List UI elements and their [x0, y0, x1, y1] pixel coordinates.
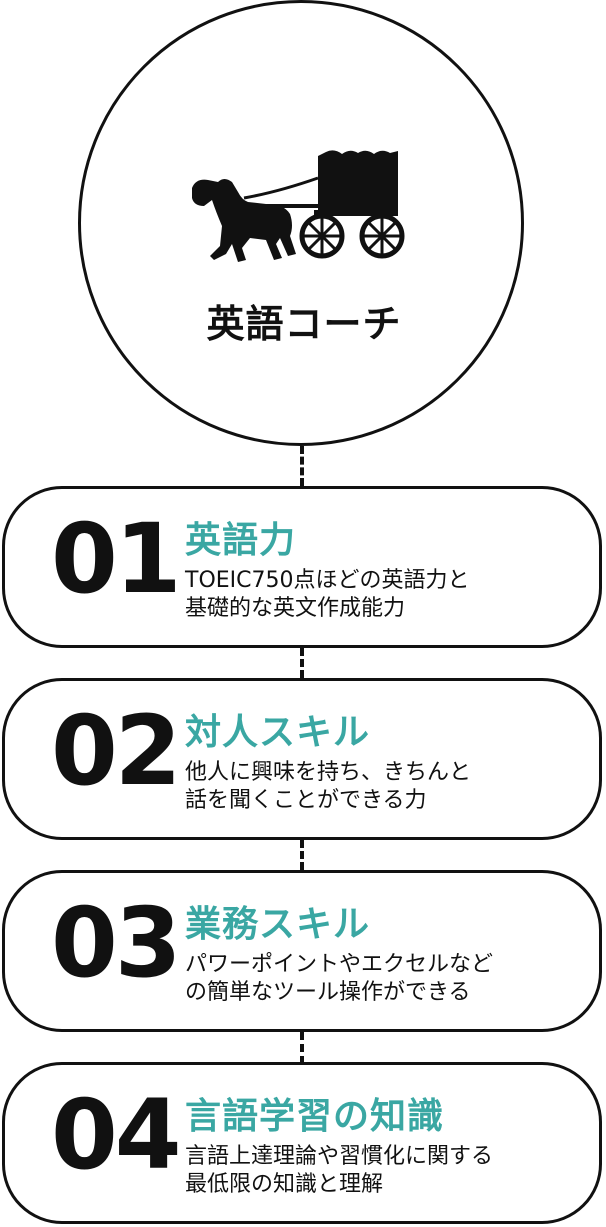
connector-line	[300, 840, 304, 870]
skill-card: 01 英語力 TOEIC750点ほどの英語力と 基礎的な英文作成能力	[2, 486, 602, 648]
skill-card: 03 業務スキル パワーポイントやエクセルなど の簡単なツール操作ができる	[2, 870, 602, 1032]
connector-line	[300, 648, 304, 678]
skill-card: 02 対人スキル 他人に興味を持ち、きちんと 話を聞くことができる力	[2, 678, 602, 840]
card-desc-line: 基礎的な英文作成能力	[185, 596, 406, 621]
card-desc-line: TOEIC750点ほどの英語力と	[185, 568, 470, 593]
connector-line	[300, 1032, 304, 1064]
card-description: パワーポイントやエクセルなど の簡単なツール操作ができる	[185, 951, 585, 1007]
coach-circle: 英語コーチ	[78, 0, 524, 446]
card-number: 01	[51, 503, 182, 615]
card-description: 言語上達理論や習慣化に関する 最低限の知識と理解	[185, 1143, 585, 1199]
card-desc-line: の簡単なツール操作ができる	[185, 980, 471, 1005]
card-description: TOEIC750点ほどの英語力と 基礎的な英文作成能力	[185, 567, 585, 623]
card-desc-line: 言語上達理論や習慣化に関する	[185, 1144, 494, 1169]
card-title: 言語学習の知識	[185, 1096, 445, 1137]
horse-carriage-icon	[192, 150, 405, 262]
card-title: 英語力	[185, 520, 297, 561]
connector-line	[300, 446, 304, 486]
card-description: 他人に興味を持ち、きちんと 話を聞くことができる力	[185, 759, 585, 815]
card-title: 業務スキル	[185, 904, 371, 945]
card-desc-line: パワーポイントやエクセルなど	[185, 952, 494, 977]
card-desc-line: 話を聞くことができる力	[185, 788, 427, 813]
coach-title: 英語コーチ	[206, 302, 402, 346]
card-title: 対人スキル	[185, 712, 371, 753]
card-number: 02	[51, 695, 182, 807]
card-desc-line: 最低限の知識と理解	[185, 1172, 384, 1197]
skill-card: 04 言語学習の知識 言語上達理論や習慣化に関する 最低限の知識と理解	[2, 1062, 602, 1224]
card-number: 04	[51, 1079, 182, 1191]
card-desc-line: 他人に興味を持ち、きちんと	[185, 760, 472, 785]
card-number: 03	[51, 887, 182, 999]
